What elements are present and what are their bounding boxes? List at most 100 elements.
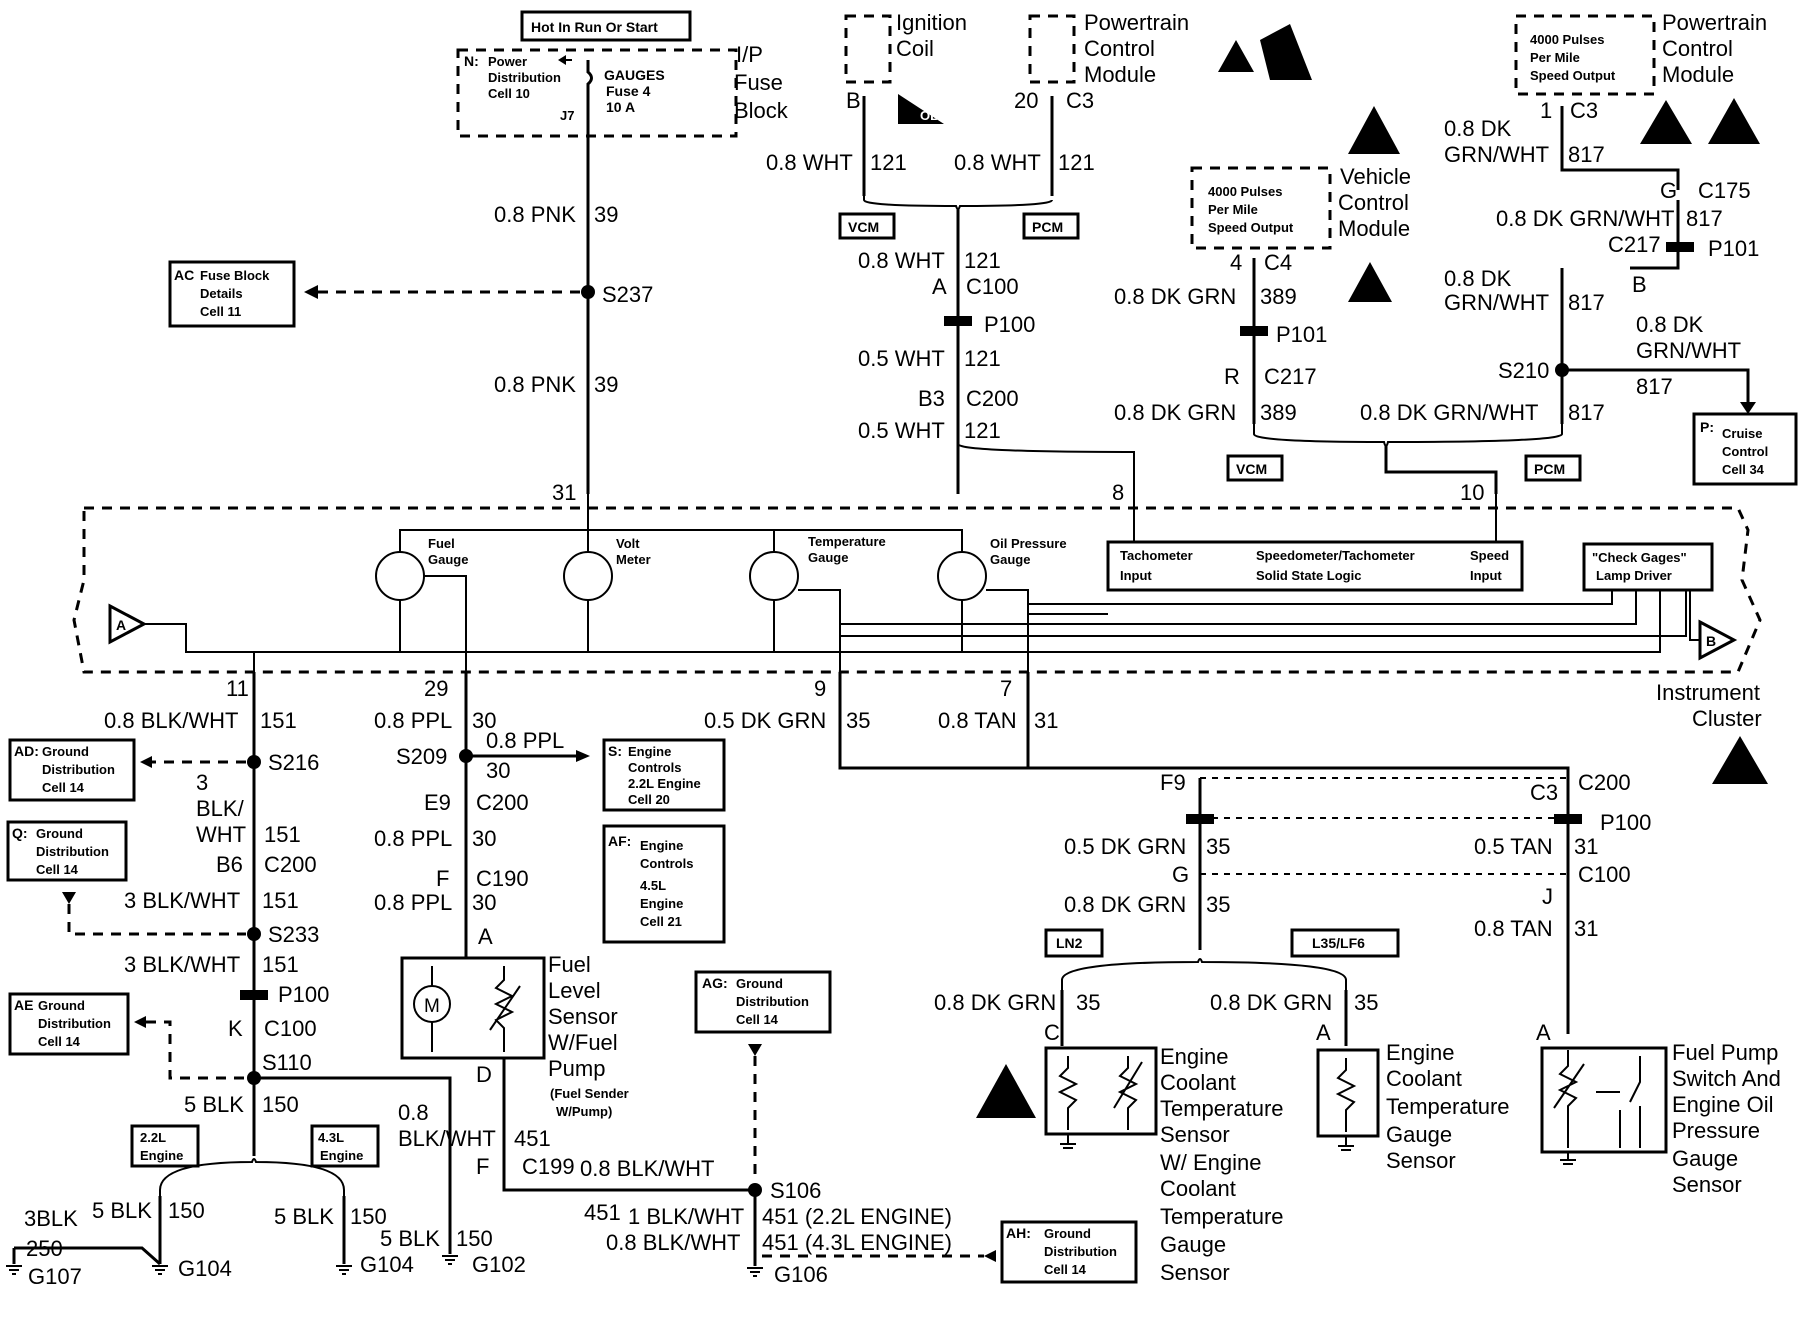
wire-pnk-2: 0.8 PNK — [494, 372, 576, 397]
fuel-gauge-icon — [375, 551, 425, 601]
wire-dkgrn-2: 0.8 DK GRN — [1114, 400, 1236, 425]
circuit-451-2: 451 — [584, 1200, 621, 1225]
gd-ag-2: Distribution — [736, 994, 809, 1009]
ectg-ground-icon — [1338, 1136, 1354, 1151]
fuse-detail-1: Fuse Block — [200, 268, 270, 283]
gd-ag-3: Cell 14 — [736, 1012, 779, 1027]
vcm-tag2-box — [1226, 454, 1284, 482]
obd-warning-icon-1 — [898, 94, 944, 124]
splice-s209-label: S209 — [396, 744, 447, 769]
ect-sensor-1: Engine — [1160, 1044, 1229, 1069]
eng22-1: 2.2L — [140, 1130, 166, 1145]
circuit-150-2: 150 — [168, 1198, 205, 1223]
obd-warning-icon-2 — [1260, 24, 1312, 80]
cluster-pin-11: 11 — [226, 676, 249, 701]
fp-switch-box — [1540, 1046, 1668, 1154]
gd-q-3: Cell 14 — [36, 862, 79, 877]
wire-dkgrnwht-2: 0.8 DK GRN/WHT — [1496, 206, 1674, 231]
ground-g102: G102 — [472, 1252, 526, 1277]
fuse-detail-box — [168, 260, 296, 328]
eng22-2: Engine — [140, 1148, 183, 1163]
circuit-121-3: 121 — [964, 248, 1001, 273]
ec-s-3: 2.2L Engine — [628, 776, 701, 791]
gd-ae-3: Cell 14 — [38, 1034, 81, 1049]
vcm-pulses-1: 4000 Pulses — [1208, 184, 1282, 199]
pcm2-pulses-2: Per Mile — [1530, 50, 1580, 65]
temp-gauge-label-1: Temperature — [808, 534, 886, 549]
wire-ppl-4: 0.8 PPL — [374, 890, 452, 915]
circuit-817-2: 817 — [1686, 206, 1723, 231]
gd-ad-ref: AD: — [14, 743, 39, 759]
ground-g104-b: G104 — [360, 1252, 414, 1277]
oil-gauge-sig — [986, 589, 1029, 672]
cruise-2: Control — [1722, 444, 1768, 459]
wire-tan-2: 0.5 TAN — [1474, 834, 1553, 859]
fuse-block-ref-line1: Power — [488, 54, 527, 69]
circuit-151-3: 151 — [262, 888, 299, 913]
ground-symbols-left — [6, 1255, 458, 1275]
obd-warning-icon-3 — [1348, 106, 1400, 154]
wht-to-pin8 — [957, 438, 1135, 494]
wire-08blkwht-1: 0.8 — [398, 1100, 429, 1125]
ectg-resistor-icon — [1335, 1058, 1357, 1132]
fuse-block-title-2: Fuse — [734, 70, 783, 95]
ec-af-ref: AF: — [608, 833, 631, 849]
circuit-150-4: 150 — [456, 1226, 493, 1251]
fuel-sender-2: W/Pump) — [556, 1104, 612, 1119]
p101-right-symbol — [1666, 242, 1694, 252]
ec-s-4: Cell 20 — [628, 792, 670, 807]
gd-ag-arrowhead — [748, 1044, 762, 1056]
pin-4: 4 — [1230, 250, 1242, 275]
ec-af-3: 4.5L — [640, 878, 666, 893]
wire-5blk-3: 5 BLK — [274, 1204, 334, 1229]
ect-thermistor-icon — [1113, 1056, 1143, 1130]
ln2-l35-bracket — [1061, 958, 1347, 990]
pin-b3: B3 — [918, 386, 945, 411]
vcm-title-3: Module — [1338, 216, 1410, 241]
fuse-line — [586, 60, 593, 300]
gd-ae-2: Distribution — [38, 1016, 111, 1031]
l35-label: L35/LF6 — [1312, 935, 1365, 951]
connector-c200-top: C200 — [966, 386, 1019, 411]
fuel-sensor-5: Pump — [548, 1056, 605, 1081]
wire-3blk-1: 3 — [196, 770, 208, 795]
gd-ah-ref: AH: — [1006, 1225, 1031, 1241]
temp-gauge-sig — [798, 589, 841, 672]
gd-ag-box — [694, 970, 832, 1034]
wire-dkgrnwht-1b: GRN/WHT — [1444, 142, 1549, 167]
circuit-817-4: 817 — [1636, 374, 1673, 399]
fp-switch-2: Switch And — [1672, 1066, 1781, 1091]
circuit-121-4: 121 — [964, 346, 1001, 371]
dkgrnwht-817-mid — [1630, 200, 1680, 270]
circuit-30-1: 30 — [472, 708, 496, 733]
pcm-tag: PCM — [1032, 219, 1063, 235]
p100-top-label: P100 — [984, 312, 1035, 337]
cluster-pin-8: 8 — [1112, 480, 1124, 505]
vcm-tag: VCM — [848, 219, 879, 235]
wire-3blkwht-1: 3 BLK/WHT — [124, 888, 240, 913]
circuit-30-3: 30 — [472, 826, 496, 851]
check-gages-2: Lamp Driver — [1596, 568, 1672, 583]
engine-option-bracket — [159, 1158, 345, 1196]
ignition-coil-2: Coil — [896, 36, 934, 61]
vcm-tag2: VCM — [1236, 461, 1267, 477]
gd-ah-arrowhead — [984, 1250, 996, 1262]
gd-ad-3: Cell 14 — [42, 780, 85, 795]
vcm-pulses-3: Speed Output — [1208, 220, 1294, 235]
ec-s-2: Controls — [628, 760, 681, 775]
circuit-35-2: 35 — [1206, 834, 1230, 859]
ectg-sensor-3: Temperature — [1386, 1094, 1510, 1119]
circuit-35-5: 35 — [1354, 990, 1378, 1015]
wire-ppl-2: 0.8 PPL — [486, 728, 564, 753]
s210-to-cruise — [1562, 368, 1750, 404]
wire-ppl-3: 0.8 PPL — [374, 826, 452, 851]
temp-to-logic — [840, 590, 1687, 637]
pin-c-ect: C — [1044, 1020, 1060, 1045]
ec-af-4: Engine — [640, 896, 683, 911]
wire-08blkwht2: 0.8 BLK/WHT — [606, 1230, 740, 1255]
wire-1blkwht: 1 BLK/WHT — [628, 1204, 744, 1229]
wire-dkgrn35-5: 0.8 DK GRN — [1210, 990, 1332, 1015]
circuit-39-1: 39 — [594, 202, 618, 227]
pcm-to-pin10 — [1384, 446, 1498, 494]
cluster-pin-9: 9 — [814, 676, 826, 701]
